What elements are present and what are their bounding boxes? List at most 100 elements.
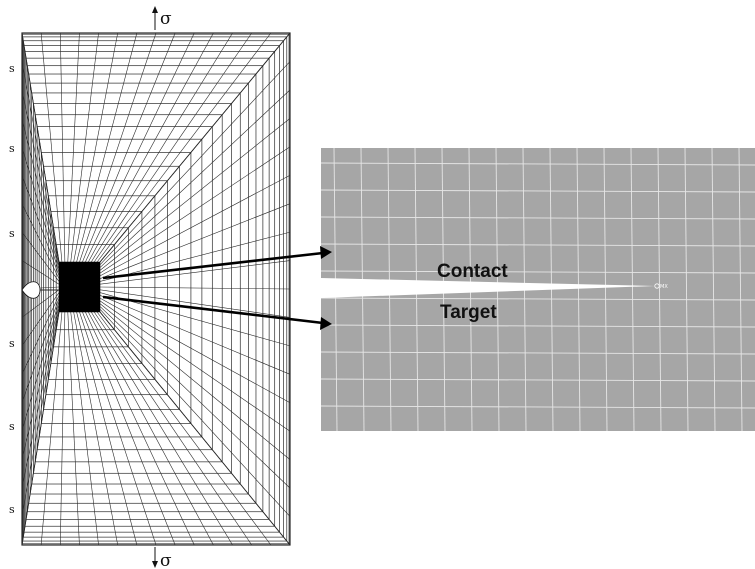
mesh-radial-line [70, 311, 99, 546]
zoom-grid-vertical [576, 147, 581, 432]
zoom-grid-horizontal [320, 270, 755, 274]
mesh-radial-line [73, 311, 119, 546]
side-label: s [9, 337, 15, 350]
zoom-grid-vertical [684, 147, 689, 432]
mesh-radial-line [21, 260, 60, 285]
mesh-radial-line [40, 32, 63, 263]
mesh-diagonal [99, 311, 291, 546]
mesh-radial-line [90, 311, 233, 546]
zoom-grid-horizontal [320, 297, 755, 301]
leader-arrows [102, 246, 332, 330]
mesh-radial-line [21, 61, 60, 265]
zoom-grid-horizontal [320, 216, 755, 220]
mesh-radial-line [21, 289, 60, 318]
mesh-radial-line [99, 174, 291, 277]
mesh-radial-line [93, 32, 252, 263]
mesh-diagonal [21, 311, 60, 546]
crack-tip-node [654, 283, 660, 289]
mesh-radial-line [21, 89, 60, 268]
mesh-radial-line [21, 303, 60, 460]
mesh-radial-line [99, 118, 291, 271]
mesh-radial-line [21, 146, 60, 274]
zoom-grid-vertical [738, 147, 743, 432]
mesh-radial-line [59, 311, 66, 546]
zoom-grid-horizontal [320, 351, 755, 355]
mesh-radial-line [21, 295, 60, 375]
mesh-radial-line [21, 203, 60, 279]
side-label: s [9, 142, 15, 155]
mesh-radial-line [82, 311, 176, 546]
mesh-radial-line [21, 292, 60, 347]
mesh-radial-line [21, 309, 60, 517]
top-stress-symbol: σ [160, 9, 172, 29]
dense-mesh-core [59, 262, 100, 312]
mesh-radial-line [67, 32, 80, 263]
zoom-grid-horizontal [320, 405, 755, 409]
zoom-grid-horizontal [320, 243, 755, 247]
mesh-radial-line [67, 311, 80, 546]
mesh-radial-line [73, 32, 119, 263]
mesh-radial-line [85, 32, 195, 263]
mesh-radial-line [99, 297, 291, 404]
mesh-radial-line [88, 32, 214, 263]
zoom-grid [320, 147, 755, 432]
mesh-radial-line [96, 311, 272, 546]
side-label: s [9, 503, 15, 516]
mesh-radial-line [99, 300, 291, 432]
bottom-stress-arrow: σ [152, 547, 172, 569]
mesh-radial-line [21, 306, 60, 489]
target-label: Target [440, 302, 497, 323]
mesh-radial-line [76, 32, 138, 263]
arrowhead-upper [320, 246, 332, 259]
zoom-grid-horizontal [320, 378, 755, 382]
mesh-grid [21, 32, 291, 546]
crack-tip-node-label: MX [660, 284, 668, 290]
leader-arrow-lower [102, 295, 324, 325]
zoom-grid-horizontal [320, 162, 755, 166]
leader-arrow-upper [102, 251, 324, 280]
mesh-radial-line [99, 231, 291, 282]
mesh-radial-line [99, 286, 291, 290]
mesh-radial-line [96, 32, 272, 263]
mesh-radial-line [99, 260, 291, 285]
zoom-grid-horizontal [320, 189, 755, 193]
mesh-radial-line [21, 231, 60, 282]
crack-opening [321, 278, 655, 298]
mesh-radial-line [90, 32, 233, 263]
mesh-diagonal [99, 32, 291, 263]
mesh-radial-line [93, 311, 252, 546]
top-stress-arrow: σ [152, 6, 172, 30]
side-label: s [9, 227, 15, 240]
mesh-radial-line [21, 118, 60, 271]
arrowhead-lower [320, 317, 332, 330]
mesh-radial-line [99, 89, 291, 268]
mesh-radial-line [99, 61, 291, 265]
mesh-radial-line [82, 32, 176, 263]
zoom-grid-horizontal [320, 324, 755, 328]
mesh-radial-line [79, 32, 157, 263]
mesh-radial-line [88, 311, 214, 546]
mesh-radial-line [21, 175, 60, 276]
mesh-panel [21, 32, 291, 546]
mesh-radial-line [59, 32, 66, 263]
zoom-grid-vertical [603, 147, 608, 432]
mesh-radial-line [99, 203, 291, 279]
mesh-radial-line [99, 306, 291, 489]
mesh-radial-line [99, 289, 291, 318]
mesh-radial-line [99, 303, 291, 460]
mesh-radial-line [40, 311, 63, 546]
zoom-grid-vertical [711, 147, 716, 432]
mesh-radial-line [99, 146, 291, 274]
mesh-radial-line [76, 311, 138, 546]
side-label: s [9, 62, 15, 75]
zoom-grid-vertical [657, 147, 662, 432]
side-label: s [9, 420, 15, 433]
side-labels: s s s s s s [9, 62, 15, 516]
bottom-stress-symbol: σ [160, 551, 172, 569]
mesh-radial-line [79, 311, 157, 546]
crack-notch [21, 281, 41, 299]
contact-label: Contact [437, 261, 508, 282]
mesh-radial-line [21, 298, 60, 403]
mesh-radial-line [21, 300, 60, 432]
